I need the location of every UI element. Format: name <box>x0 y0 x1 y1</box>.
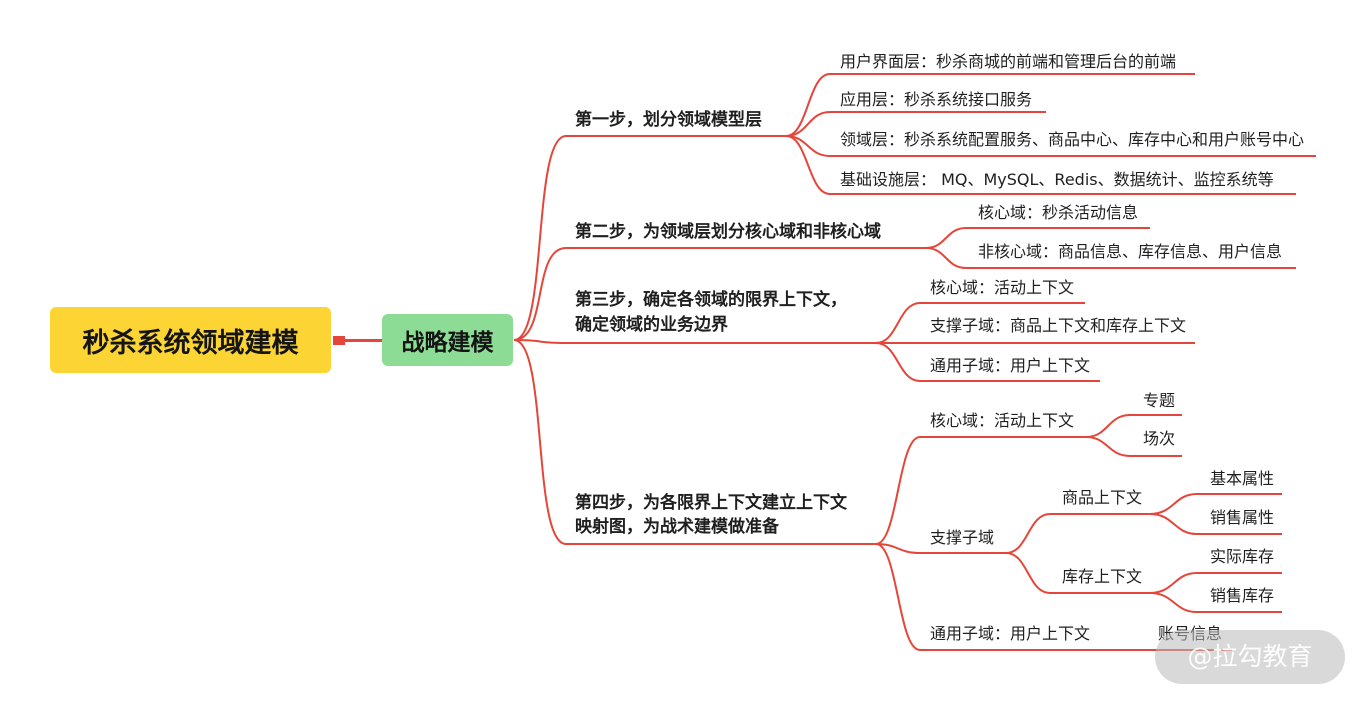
inventory-context-node: 库存上下文 <box>1062 567 1143 586</box>
connector-sales-attributes <box>1149 513 1282 535</box>
topic-node: 专题 <box>1143 391 1176 410</box>
non-core-domain-node: 非核心域：商品信息、库存信息、用户信息 <box>978 242 1283 261</box>
connector-basic-attributes <box>1149 493 1282 515</box>
connector-step-2-child-2 <box>925 247 1296 269</box>
domain-layer-node: 领域层：秒杀系统配置服务、商品中心、库存中心和用户账号中心 <box>840 130 1305 149</box>
sales-inventory-node: 销售库存 <box>1210 586 1275 605</box>
step-1-node: 第一步，划分领域模型层 <box>575 108 762 132</box>
connector-step-1-child-2 <box>785 111 1046 137</box>
step-3-generic-subdomain-node: 通用子域：用户上下文 <box>930 356 1091 375</box>
connector-sales-inventory <box>1149 592 1282 613</box>
strategy-node: 战略建模 <box>382 314 513 366</box>
step-3-label-line-1: 第三步，确定各领域的限界上下文， <box>575 290 847 310</box>
connector-step-2-child-1 <box>925 227 1150 249</box>
basic-attributes-node: 基本属性 <box>1210 469 1275 488</box>
step-4-generic-subdomain-node: 通用子域：用户上下文 <box>930 624 1091 643</box>
step-3-label-line-2: 确定领域的业务边界 <box>575 315 728 335</box>
connector-step-4-child-2 <box>875 543 1006 554</box>
sales-attributes-node: 销售属性 <box>1210 508 1275 527</box>
strategy-node-label: 战略建模 <box>401 330 494 356</box>
step-2-label: 第二步，为领域层划分核心域和非核心域 <box>575 222 881 242</box>
connector-actual-inventory <box>1149 572 1282 594</box>
connector-core-session <box>1085 436 1182 457</box>
connector-step-1-child-1 <box>785 73 1195 137</box>
step-4-core-domain-node: 核心域：活动上下文 <box>930 411 1075 430</box>
connector-step-4 <box>513 339 876 545</box>
step-4-node: 第四步，为各限界上下文建立上下文 映射图，为战术建模做准备 <box>575 491 847 539</box>
core-domain-node: 核心域：秒杀活动信息 <box>978 203 1139 222</box>
watermark: @拉勾教育 <box>1155 630 1345 684</box>
actual-inventory-node: 实际库存 <box>1210 547 1275 566</box>
connector-step-1-child-4 <box>785 135 1296 195</box>
connector-step-2 <box>513 247 926 341</box>
connector-step-3-child-3 <box>875 342 1100 382</box>
step-3-support-subdomain-node: 支撑子域：商品上下文和库存上下文 <box>930 316 1187 335</box>
step-2-node: 第二步，为领域层划分核心域和非核心域 <box>575 220 881 244</box>
connector-product-context <box>1005 513 1150 554</box>
application-layer-node: 应用层：秒杀系统接口服务 <box>840 90 1033 109</box>
connector-step-1 <box>513 135 786 341</box>
infrastructure-layer-node: 基础设施层： MQ、MySQL、Redis、数据统计、监控系统等 <box>840 170 1274 189</box>
connector-inventory-context <box>1005 552 1150 594</box>
session-node: 场次 <box>1143 429 1176 448</box>
step-3-node: 第三步，确定各领域的限界上下文， 确定领域的业务边界 <box>575 288 847 338</box>
root-connector-handle <box>333 336 345 345</box>
step-4-label-line-1: 第四步，为各限界上下文建立上下文 <box>575 493 847 513</box>
step-3-core-domain-node: 核心域：活动上下文 <box>930 278 1075 297</box>
product-context-node: 商品上下文 <box>1062 488 1143 507</box>
step-1-label: 第一步，划分领域模型层 <box>575 110 762 130</box>
ui-layer-node: 用户界面层：秒杀商城的前端和管理后台的前端 <box>840 52 1177 71</box>
connector-step-4-child-3 <box>875 543 1100 651</box>
connector-core-topic <box>1085 414 1182 438</box>
step-4-support-subdomain-node: 支撑子域 <box>930 528 995 547</box>
root-node: 秒杀系统领域建模 <box>50 307 331 373</box>
connector-step-3-child-1 <box>875 302 1085 344</box>
step-4-label-line-2: 映射图，为战术建模做准备 <box>575 517 779 537</box>
root-node-label: 秒杀系统领域建模 <box>82 327 299 359</box>
connector-step-3 <box>513 339 876 344</box>
connector-step-4-child-1 <box>875 436 1086 545</box>
